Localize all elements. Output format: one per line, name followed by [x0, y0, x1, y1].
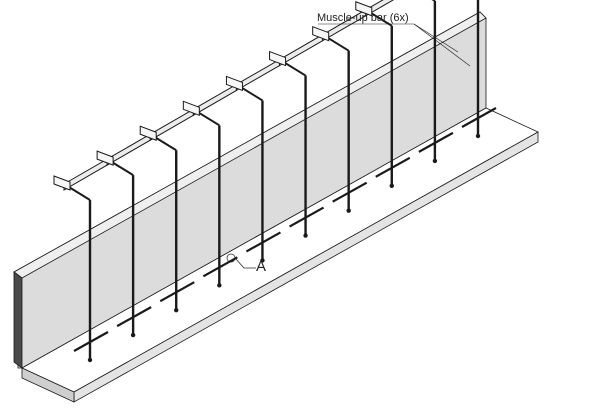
detail-a-marker [226, 253, 256, 269]
post-base [217, 283, 222, 288]
muscle-up-callout-leader [318, 23, 471, 67]
post-base [303, 233, 308, 238]
wall-bracket [225, 75, 243, 92]
post-base [87, 357, 93, 363]
post-base [346, 208, 351, 213]
post-base [389, 183, 394, 188]
post-base [174, 308, 179, 313]
wall-bracket [355, 1, 373, 17]
post-base [432, 158, 438, 164]
post-base [475, 133, 481, 139]
rig-structure [53, 0, 497, 363]
floor-left-edge [21, 367, 75, 403]
wall-bracket [96, 150, 114, 166]
wall-bracket [269, 50, 287, 67]
post-base [130, 332, 136, 338]
wall-end [13, 271, 23, 369]
muscle-up-bar-label: Muscle-up bar (6x) [317, 12, 409, 24]
wall-bracket [182, 100, 200, 117]
wall-bracket [312, 25, 330, 42]
wall-bracket [53, 175, 71, 191]
detail-a-label: A [256, 258, 267, 275]
crossmember [431, 0, 436, 2]
post-base [260, 258, 265, 263]
wall-bracket [139, 125, 157, 141]
